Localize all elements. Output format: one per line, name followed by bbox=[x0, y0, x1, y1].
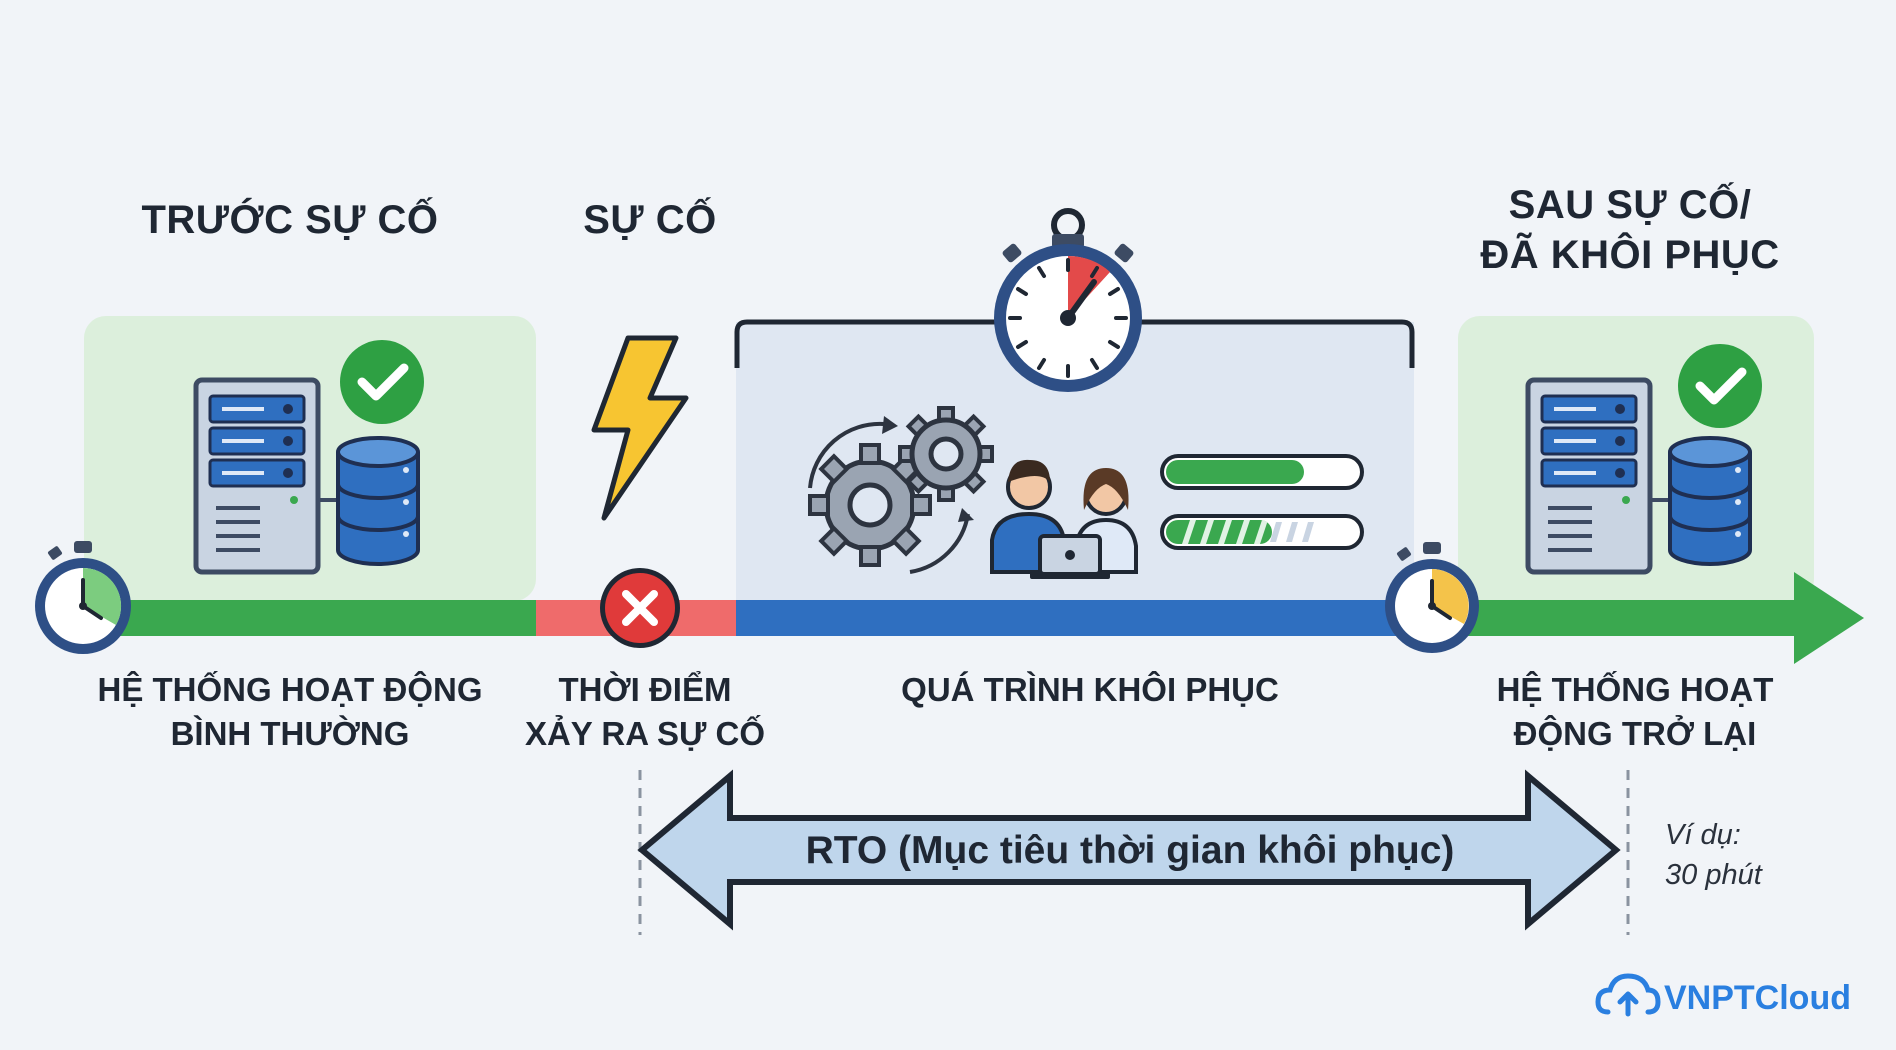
timeline-restored-segment bbox=[1426, 600, 1796, 636]
check-icon bbox=[1678, 344, 1762, 428]
before-title: TRƯỚC SỰ CỐ bbox=[141, 198, 439, 242]
incident-caption: THỜI ĐIỂM XẢY RA SỰ CỐ bbox=[510, 668, 780, 756]
before-caption-line1: HỆ THỐNG HOẠT ĐỘNG bbox=[97, 671, 483, 708]
incident-caption-line2: XẢY RA SỰ CỐ bbox=[524, 715, 766, 752]
rto-example: Ví dụ: 30 phút bbox=[1665, 815, 1835, 895]
timeline-normal-segment bbox=[110, 600, 536, 636]
brand-logo: VNPTCloud bbox=[1664, 979, 1851, 1017]
incident-title: SỰ CỐ bbox=[583, 198, 717, 242]
after-caption-line2: ĐỘNG TRỞ LẠI bbox=[1513, 715, 1757, 752]
cloud-icon bbox=[1595, 973, 1661, 1017]
laptop-icon bbox=[1030, 534, 1110, 579]
progress-bar-2 bbox=[1160, 514, 1364, 550]
timeline-recovery-segment bbox=[736, 600, 1426, 636]
stopwatch-icon bbox=[1385, 542, 1479, 653]
timeline-arrowhead bbox=[1794, 572, 1864, 664]
rto-example-line2: 30 phút bbox=[1665, 859, 1762, 891]
rto-arrow bbox=[637, 769, 1621, 931]
before-caption-line2: BÌNH THƯỜNG bbox=[170, 715, 410, 752]
check-icon bbox=[340, 340, 424, 424]
incident-caption-line1: THỜI ĐIỂM bbox=[558, 671, 732, 708]
after-title: SAU SỰ CỐ/ ĐÃ KHÔI PHỤC bbox=[1440, 180, 1820, 280]
lightning-icon bbox=[591, 335, 689, 521]
stopwatch-icon bbox=[35, 541, 131, 654]
progress-bar-1 bbox=[1160, 454, 1364, 490]
after-caption-line1: HỆ THỐNG HOẠT bbox=[1496, 671, 1774, 708]
recovery-caption: QUÁ TRÌNH KHÔI PHỤC bbox=[901, 671, 1279, 708]
stopwatch-icon bbox=[994, 208, 1142, 392]
gears-icon bbox=[808, 406, 994, 574]
before-caption: HỆ THỐNG HOẠT ĐỘNG BÌNH THƯỜNG bbox=[80, 668, 500, 756]
error-icon bbox=[600, 568, 680, 648]
server-icon bbox=[1525, 377, 1653, 575]
after-caption: HỆ THỐNG HOẠT ĐỘNG TRỞ LẠI bbox=[1460, 668, 1810, 756]
database-icon bbox=[1668, 436, 1752, 566]
database-icon bbox=[336, 436, 420, 566]
after-title-line2: ĐÃ KHÔI PHỤC bbox=[1480, 233, 1780, 277]
rto-example-line1: Ví dụ: bbox=[1665, 819, 1741, 851]
rto-label: RTO (Mục tiêu thời gian khôi phục) bbox=[805, 829, 1455, 872]
server-icon bbox=[193, 377, 321, 575]
after-title-line1: SAU SỰ CỐ/ bbox=[1508, 183, 1752, 227]
